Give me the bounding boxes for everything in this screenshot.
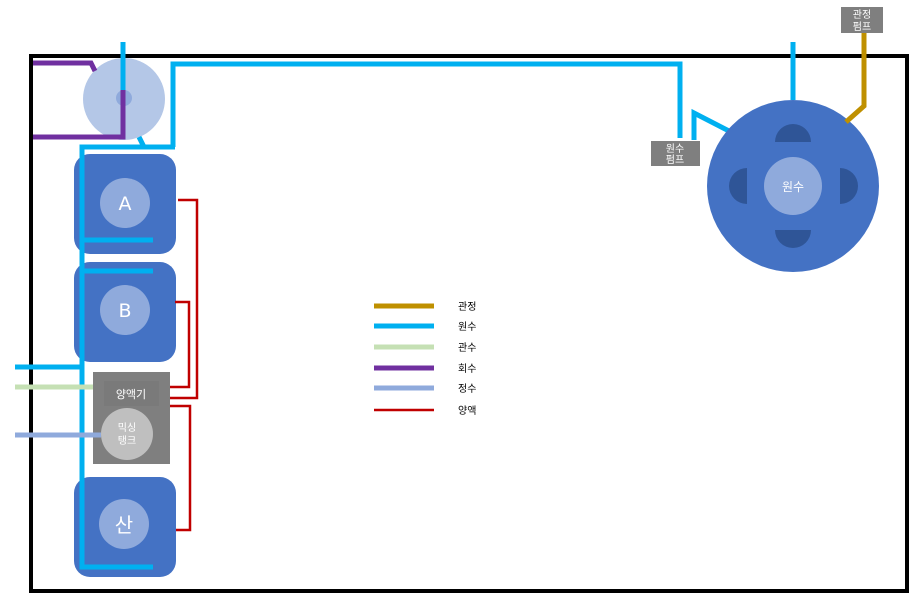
tank-a-label: A bbox=[119, 193, 132, 215]
gwanjeong-pump: 관정 펌프 bbox=[841, 7, 883, 33]
legend-label: 양액 bbox=[458, 405, 476, 417]
source-water-tank: 원수 bbox=[707, 100, 879, 272]
nutrient-unit: 양액기 믹싱 탱크 bbox=[93, 372, 170, 464]
legend-label: 회수 bbox=[458, 363, 476, 375]
tank-acid: 산 bbox=[74, 477, 176, 577]
gwanjeong-pipe bbox=[844, 32, 867, 124]
wonsu-pipes bbox=[15, 42, 796, 570]
yangaek-pipes bbox=[170, 198, 199, 532]
mixing-tank-label-2: 탱크 bbox=[118, 435, 136, 447]
tank-b: B bbox=[74, 262, 176, 362]
wonsu-pump-label-1: 원수 bbox=[666, 143, 684, 155]
tank-acid-label: 산 bbox=[115, 513, 133, 537]
tank-b-label: B bbox=[118, 300, 131, 322]
nutrient-unit-label: 양액기 bbox=[116, 388, 146, 401]
tank-a: A bbox=[74, 154, 176, 254]
hoesu-pipe bbox=[33, 60, 98, 73]
wonsu-pump-label-2: 펌프 bbox=[666, 154, 684, 166]
source-tank-label: 원수 bbox=[782, 180, 804, 194]
legend-label: 관정 bbox=[458, 301, 476, 313]
gwanjeong-pump-label-2: 펌프 bbox=[853, 21, 871, 33]
gwanjeong-pump-label-1: 관정 bbox=[853, 9, 871, 21]
greenhouse-boundary bbox=[29, 54, 909, 593]
legend-label: 원수 bbox=[458, 321, 476, 333]
wonsu-pump: 원수 펌프 bbox=[651, 141, 700, 166]
legend-label: 관수 bbox=[458, 342, 476, 354]
legend-label: 정수 bbox=[458, 383, 476, 395]
hoesu-pipe bbox=[33, 90, 126, 140]
mixing-tank-label-1: 믹싱 bbox=[118, 422, 136, 434]
